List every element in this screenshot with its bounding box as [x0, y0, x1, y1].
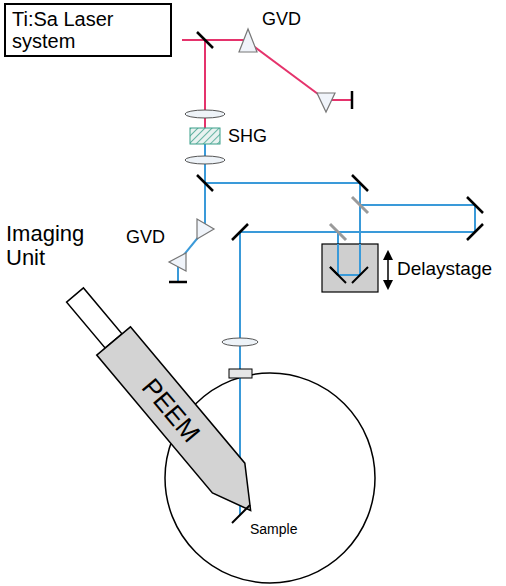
- delay-stage: [322, 244, 378, 292]
- red-beam: [182, 40, 352, 137]
- part-label: Imaging Unit: [6, 222, 96, 270]
- part-label: Sample: [250, 522, 297, 537]
- beam-splitters: [330, 197, 368, 240]
- part-label: GVD: [126, 228, 165, 248]
- laser-box: Ti:Sa Laser system: [4, 3, 172, 57]
- retroreflector: [330, 267, 368, 283]
- mirrors: [169, 32, 483, 282]
- part-label: Delaystage: [397, 259, 492, 280]
- chamber-window: [229, 369, 252, 378]
- node-text: Ti:Sa Laser system: [12, 8, 162, 52]
- part-label: GVD: [262, 10, 301, 30]
- shg-crystal: [190, 128, 220, 144]
- prisms: [169, 29, 335, 271]
- travel-arrow: [387, 252, 389, 288]
- part-label: SHG: [228, 127, 267, 147]
- peem-column: [58, 281, 270, 522]
- sample-plate: [232, 505, 250, 523]
